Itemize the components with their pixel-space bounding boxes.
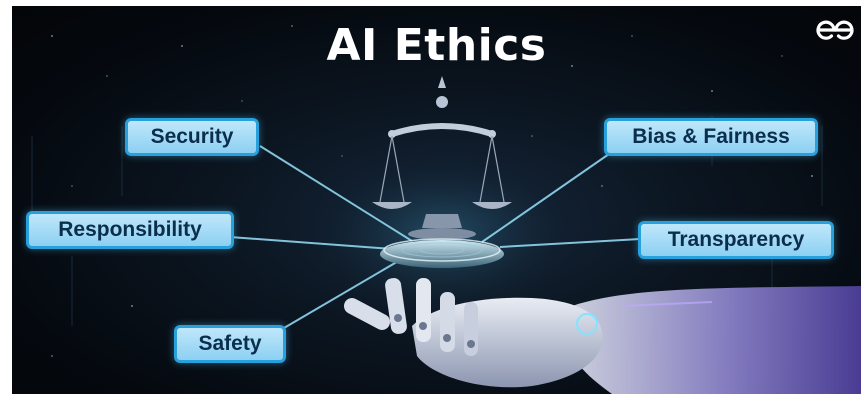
page-title: AI Ethics [326,20,547,71]
connectors [229,145,641,329]
connector-bias-fairness [481,153,610,243]
connector-responsibility [229,236,393,250]
robotic-hand-icon [343,278,861,394]
principle-responsibility: Responsibility [26,211,234,249]
principle-transparency: Transparency [638,221,834,259]
diagram-canvas [31,25,861,394]
principle-bias-fairness: Bias & Fairness [604,118,818,156]
hub-disc [380,238,504,268]
connector-safety [283,255,408,329]
geeksforgeeks-logo [816,20,854,40]
principle-safety: Safety [174,325,286,363]
justice-scale-icon [372,76,512,240]
connector-transparency [499,238,641,248]
connector-security [259,145,413,242]
principle-security: Security [125,118,259,156]
infographic-frame: AI Ethics Security Bias & Fairness Respo… [12,6,861,394]
